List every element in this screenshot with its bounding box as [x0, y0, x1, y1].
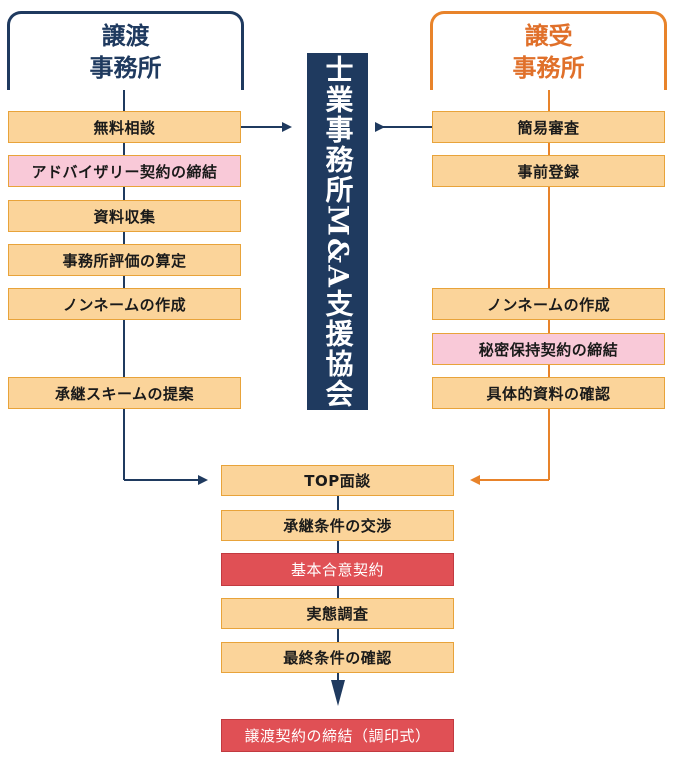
final-step-transfer-contract: 譲渡契約の締結（調印式）	[221, 719, 454, 752]
buyer-step-review-materials: 具体的資料の確認	[432, 377, 665, 409]
final-down-arrow	[331, 680, 345, 706]
buyer-header-line2: 事務所	[512, 53, 585, 82]
buyer-step-nda: 秘密保持契約の締結	[432, 333, 665, 365]
buyer-step-preregistration: 事前登録	[432, 155, 665, 187]
seller-office-header: 譲渡 事務所	[7, 11, 244, 90]
buyer-office-header: 譲受 事務所	[430, 11, 667, 90]
seller-step-valuation: 事務所評価の算定	[8, 244, 241, 276]
seller-header-line1: 譲渡	[101, 21, 150, 50]
seller-header-line2: 事務所	[89, 53, 162, 82]
association-column: 士業事務所M&A支援協会	[307, 53, 368, 410]
buyer-step-noname: ノンネームの作成	[432, 288, 665, 320]
buyer-header-line1: 譲受	[524, 21, 573, 50]
seller-step-noname: ノンネームの作成	[8, 288, 241, 320]
seller-step-advisory-contract: アドバイザリー契約の締結	[8, 155, 241, 187]
joint-step-final-terms: 最終条件の確認	[221, 642, 454, 673]
seller-step-collect-materials: 資料収集	[8, 200, 241, 232]
joint-step-basic-agreement: 基本合意契約	[221, 553, 454, 586]
joint-step-top-meeting: TOP面談	[221, 465, 454, 496]
seller-step-scheme-proposal: 承継スキームの提案	[8, 377, 241, 409]
joint-step-negotiation: 承継条件の交渉	[221, 510, 454, 541]
seller-step-free-consult: 無料相談	[8, 111, 241, 143]
joint-step-due-diligence: 実態調査	[221, 598, 454, 629]
association-label: 士業事務所M&A支援協会	[321, 54, 355, 409]
buyer-step-screening: 簡易審査	[432, 111, 665, 143]
